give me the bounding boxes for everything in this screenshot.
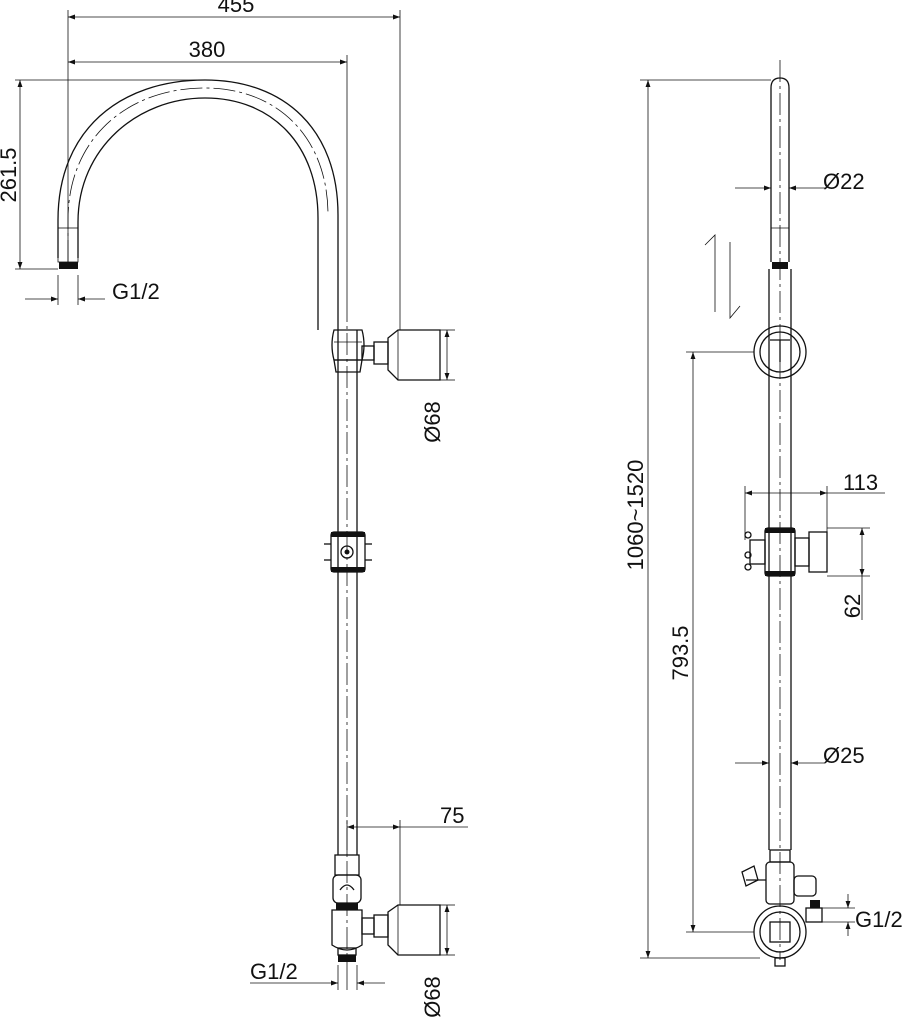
dim-label-outlet-g12: G1/2 [112,279,160,304]
slider-holder [744,527,828,577]
dim-overall-width: 455 [67,0,401,330]
dim-outlet-thread: G1/2 [25,275,160,305]
dim-slider-height: 793.5 [668,351,754,933]
riser-pipe [337,300,358,960]
front-view: 455 380 261.5 G1/2 Ø68 [0,0,468,1018]
dim-label-261-5: 261.5 [0,147,21,202]
riser-pipe-side [768,60,792,960]
side-view: 1060~1520 Ø22 793.5 113 [623,60,903,967]
dim-inlet-thread-side: G1/2 [822,894,903,936]
dim-label-side-g12: G1/2 [855,907,903,932]
dim-arm-width: 380 [68,37,348,300]
dim-label-455: 455 [218,0,255,17]
dim-label-793-5: 793.5 [668,625,693,680]
dim-label-total-height: 1060~1520 [623,460,648,571]
upper-wall-bracket [331,329,441,381]
dim-label-dia22: Ø22 [823,169,865,194]
middle-coupling [324,531,372,573]
dim-upper-bracket-diameter: Ø68 [420,329,455,443]
gooseneck-arm [57,79,339,330]
dim-label-380: 380 [189,37,226,62]
dim-label-75: 75 [440,803,464,828]
dim-label-113: 113 [843,470,878,495]
dim-total-height: 1060~1520 [623,79,771,959]
dim-label-lower-dia68: Ø68 [420,976,445,1018]
lower-wall-bracket [331,854,441,990]
dim-bracket-offset: 75 [346,803,468,905]
dim-upper-rod-diameter: Ø22 [735,169,865,194]
dim-label-inlet-g12: G1/2 [250,959,298,984]
dim-arm-height: 261.5 [0,79,205,270]
dim-inlet-thread-bottom: G1/2 [250,959,385,990]
dim-label-62: 62 [840,594,865,618]
dim-slider-width: 113 [744,470,885,540]
bottom-diverter-side [741,849,823,967]
dim-slider-depth: 62 [827,527,870,620]
dim-label-upper-dia68: Ø68 [420,401,445,443]
dim-lower-rod-diameter: Ø25 [735,743,865,768]
telescopic-symbol [704,234,741,320]
dim-lower-bracket-diameter: Ø68 [420,904,455,1018]
dim-label-dia25: Ø25 [823,743,865,768]
